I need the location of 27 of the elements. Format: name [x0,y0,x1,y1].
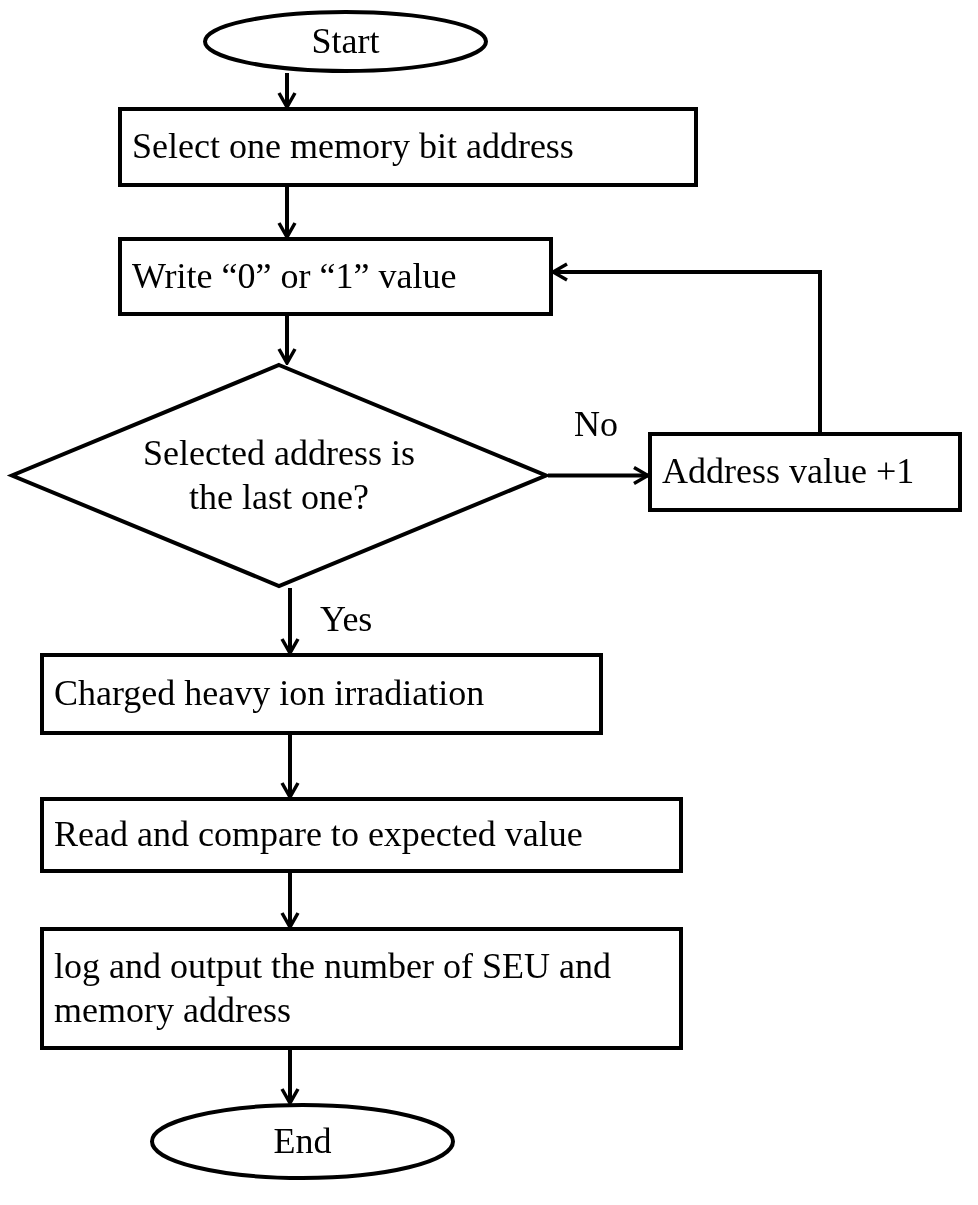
arrow [277,316,297,365]
node-label: Select one memory bit address [132,125,574,169]
node-label: Write “0” or “1” value [132,254,457,298]
arrow [280,873,300,929]
terminal-ellipse [150,1103,455,1180]
node-label: Address value +1 [662,450,915,494]
terminal-ellipse [203,10,488,73]
process-box [40,797,683,873]
process-box [118,107,698,187]
process-box [40,653,603,735]
process-box [118,237,553,316]
node-label: Start [311,19,380,63]
node-label: log and output the number of SEU and memory address [54,945,612,1032]
node-label: End [273,1119,332,1163]
process-box [40,927,683,1050]
process-box [648,432,962,512]
arrow [277,73,297,109]
arrow [548,465,650,486]
arrow [280,735,300,799]
decision-diamond [10,363,548,588]
arrow [277,187,297,239]
arrow [551,262,822,432]
arrow [280,588,300,655]
arrow [280,1050,300,1105]
node-label: Charged heavy ion irradiation [54,672,485,716]
node-label: Selected address is the last one? [142,432,416,519]
node-label: Read and compare to expected value [54,813,583,857]
